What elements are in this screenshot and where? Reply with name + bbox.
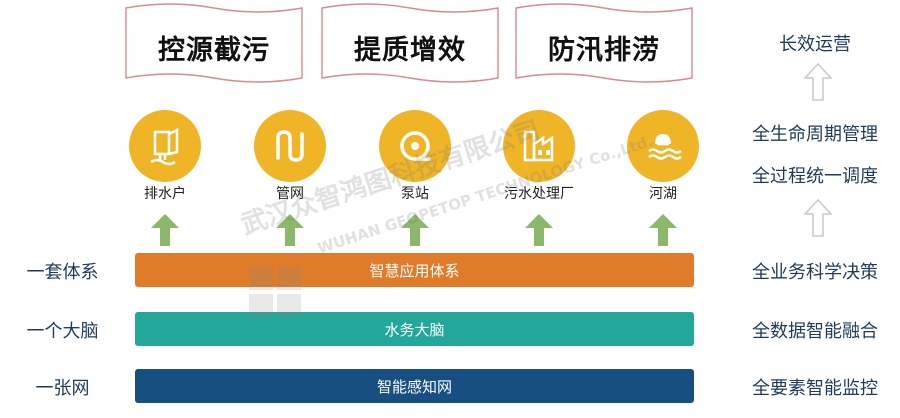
right-label-long-term-operation: 长效运营: [779, 34, 851, 55]
banner-shape-2: [321, 3, 499, 83]
node-sewage-plant: [503, 110, 575, 182]
node-label-drainage-household: 排水户: [144, 186, 186, 202]
node-label-sewage-plant: 污水处理厂: [504, 186, 574, 202]
pipe-network-icon: [276, 130, 304, 162]
right-label-monitoring: 全要素智能监控: [752, 378, 878, 399]
sewage-plant-icon: [523, 130, 554, 162]
node-label-river-lake: 河湖: [649, 186, 677, 202]
goal-label: 防汛排涝: [548, 35, 660, 66]
right-label-decision: 全业务科学决策: [752, 262, 878, 283]
node-river-lake: [627, 110, 699, 182]
drainage-household-icon: [150, 127, 179, 166]
node-pump-station: [379, 110, 451, 182]
node-label-pipe-network: 管网: [276, 186, 304, 202]
goal-label: 控源截污: [158, 35, 270, 66]
up-arrow-icon: [276, 214, 304, 246]
up-arrow-icon: [401, 214, 429, 246]
right-label-scheduling: 全过程统一调度: [752, 166, 878, 187]
goal-banner-3: 防汛排涝: [514, 0, 694, 86]
left-label-brain: 一个大脑: [26, 321, 99, 342]
bar-application-system: 智慧应用体系: [135, 253, 694, 287]
bar-water-brain: 水务大脑: [135, 312, 694, 346]
right-label-lifecycle: 全生命周期管理: [752, 124, 878, 145]
banner-shape-3: [515, 3, 693, 83]
node-label-pump-station: 泵站: [401, 186, 429, 202]
bar-sensing-network: 智能感知网: [135, 369, 694, 403]
up-arrow-icon: [525, 214, 553, 246]
up-arrow-icon: [649, 214, 677, 246]
pump-station-icon: [400, 131, 431, 161]
banner-shape-1: [125, 3, 303, 83]
right-label-data-fusion: 全数据智能融合: [752, 321, 878, 342]
river-lake-icon: [648, 134, 682, 160]
outline-up-arrow-icon: [803, 198, 833, 237]
goal-label: 提质增效: [354, 35, 466, 66]
outline-up-arrow-icon: [803, 62, 833, 101]
watermark-logo-icon: [249, 266, 301, 318]
left-label-network: 一张网: [35, 378, 90, 399]
node-pipe-network: [254, 110, 326, 182]
goal-banner-2: 提质增效: [320, 0, 500, 86]
goal-banner-1: 控源截污: [124, 0, 304, 86]
node-drainage-household: [129, 110, 201, 182]
left-label-system: 一套体系: [26, 262, 99, 283]
up-arrow-icon: [151, 214, 179, 246]
